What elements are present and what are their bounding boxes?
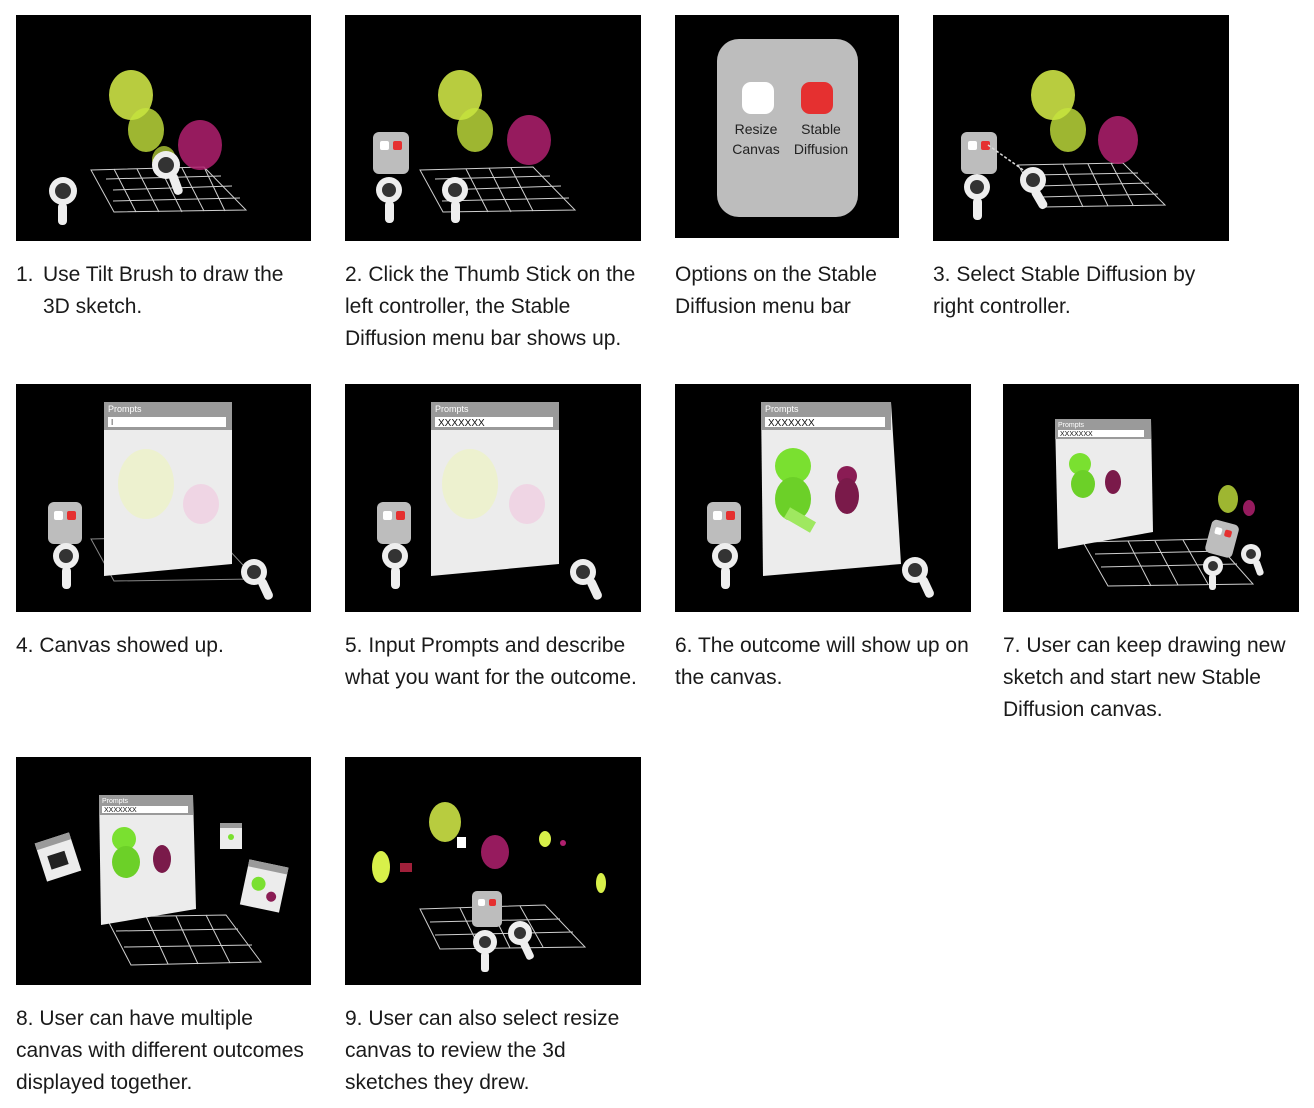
- left-controller-icon: [376, 177, 402, 223]
- green-figure: [775, 448, 816, 533]
- svg-text:Prompts: Prompts: [765, 404, 799, 414]
- right-controller-icon: [570, 559, 602, 600]
- right-controller-icon: [508, 921, 534, 960]
- yellow-sketch: [438, 70, 482, 120]
- right-controller-icon: [241, 559, 273, 600]
- magenta-sketch: [1098, 116, 1138, 164]
- floor-grid: [105, 914, 262, 966]
- svg-text:XXXXXXX: XXXXXXX: [768, 418, 815, 429]
- menu-bar-icon: [377, 502, 411, 544]
- svg-text:Prompts: Prompts: [1058, 422, 1085, 429]
- right-controller-icon: [152, 151, 183, 195]
- magenta-figure: [835, 466, 859, 514]
- caption-step-4: 4. Canvas showed up.: [16, 634, 224, 657]
- floor-grid: [419, 166, 577, 213]
- menu-bar-icon: [48, 502, 82, 544]
- yellow-sketch: [1031, 70, 1075, 120]
- step-5-image: Prompts XXXXXXX: [345, 384, 641, 612]
- menu-bar-icon: [707, 502, 741, 544]
- menu-bar-icon: [472, 891, 502, 927]
- left-controller-icon: [1203, 556, 1223, 590]
- caption-step-5: 5. Input Prompts and describe what you w…: [345, 634, 637, 689]
- floor-grid: [1082, 538, 1255, 587]
- step-7-image: Prompts XXXXXXX: [1003, 384, 1299, 612]
- step-6-image: Prompts XXXXXXX: [675, 384, 971, 612]
- small-sketch-left: [372, 851, 390, 883]
- left-controller-icon: [964, 174, 990, 220]
- canvas-panel: [761, 402, 901, 576]
- svg-text:Prompts: Prompts: [108, 404, 142, 414]
- right-controller-icon: [442, 177, 468, 223]
- svg-text:XXXXXXX: XXXXXXX: [104, 807, 137, 814]
- small-sketch-top: [539, 831, 551, 847]
- left-controller-icon: [53, 543, 79, 589]
- svg-text:XXXXXXX: XXXXXXX: [438, 418, 485, 429]
- magenta-sketch: [507, 115, 551, 165]
- left-controller-icon: [473, 930, 497, 972]
- step-4-image: Prompts I: [16, 384, 311, 612]
- caption-step-1: 1.Use Tilt Brush to draw the 3D sketch.: [16, 263, 284, 318]
- magenta-sketch: [481, 835, 509, 869]
- caption-step-9: 9. User can also select resize canvas to…: [345, 1007, 620, 1094]
- caption-step-2: 2. Click the Thumb Stick on the left con…: [345, 263, 636, 350]
- right-controller-icon: [902, 557, 934, 598]
- left-controller-icon: [49, 177, 77, 225]
- step-8-image: Prompts XXXXXXX: [16, 757, 311, 985]
- mini-canvas-left: [34, 832, 82, 882]
- floor-grid: [419, 904, 587, 950]
- caption-step-7: 7. User can keep drawing new sketch and …: [1003, 634, 1286, 721]
- left-controller-icon: [712, 543, 738, 589]
- step-3-image: [933, 15, 1229, 241]
- magenta-sketch: [178, 120, 222, 170]
- svg-text:Prompts: Prompts: [435, 404, 469, 414]
- mini-canvas-top-right: [220, 823, 242, 849]
- small-sketch-right: [596, 873, 606, 893]
- step-1-image: [16, 15, 311, 241]
- menu-bar-icon: [373, 132, 409, 174]
- resize-canvas-button[interactable]: [742, 82, 774, 114]
- step-9-image: [345, 757, 641, 985]
- caption-step-3: 3. Select Stable Diffusion by right cont…: [933, 263, 1196, 318]
- svg-text:Prompts: Prompts: [102, 798, 129, 805]
- right-controller-icon: [1241, 544, 1264, 576]
- svg-text:I: I: [111, 418, 113, 427]
- mini-canvas-right: [239, 859, 289, 913]
- left-controller-icon: [382, 543, 408, 589]
- step-2-image: [345, 15, 641, 241]
- caption-menu-options: Options on the Stable Diffusion menu bar: [675, 263, 877, 318]
- caption-step-6: 6. The outcome will show up on the canva…: [675, 634, 969, 689]
- menu-bar-icon: [1205, 519, 1239, 558]
- canvas-panel: [1055, 419, 1153, 549]
- right-controller-icon: [1020, 167, 1048, 210]
- stable-diffusion-button[interactable]: [801, 82, 833, 114]
- yellow-sketch: [429, 802, 461, 842]
- menu-bar-icon: [961, 132, 997, 174]
- svg-text:XXXXXXX: XXXXXXX: [1060, 431, 1093, 438]
- caption-step-8: 8. User can have multiple canvas with di…: [16, 1007, 304, 1094]
